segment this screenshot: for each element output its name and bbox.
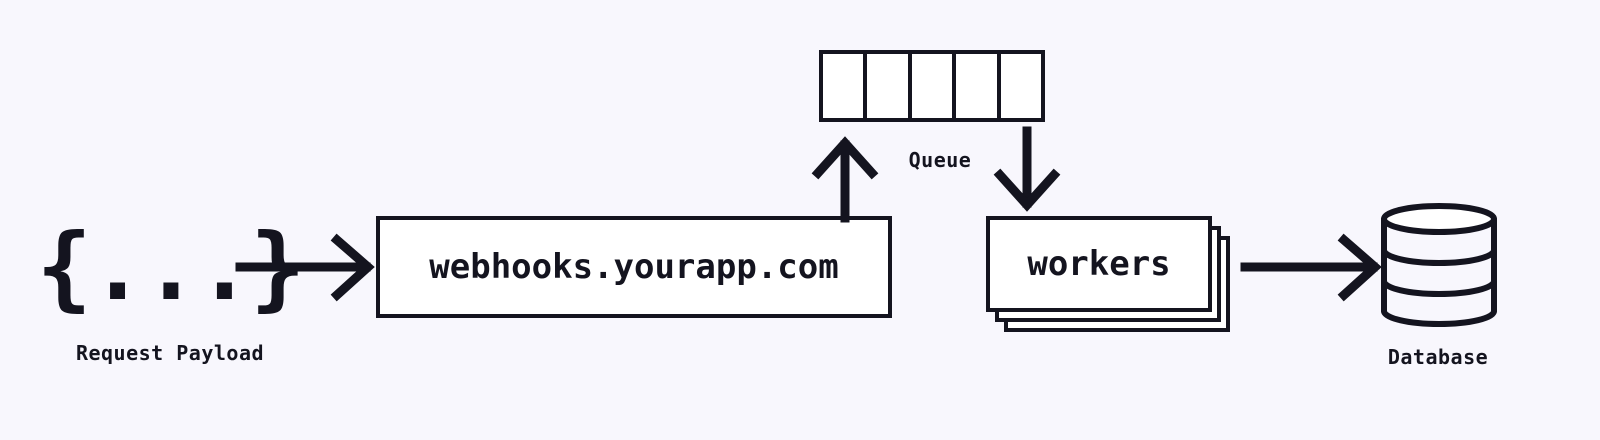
queue-cell: [956, 54, 1001, 118]
queue-cell: [823, 54, 868, 118]
webhook-endpoint-node[interactable]: webhooks.yourapp.com: [376, 216, 892, 318]
queue-label: Queue: [908, 148, 972, 172]
worker-stack-layer-front: workers: [986, 216, 1212, 312]
arrow-webhook-to-queue: [811, 136, 879, 223]
queue-cell: [867, 54, 912, 118]
request-payload-label: Request Payload: [75, 341, 265, 365]
arrow-workers-to-database: [1240, 233, 1382, 302]
database-label: Database: [1387, 345, 1489, 369]
queue-node[interactable]: [819, 50, 1045, 122]
workers-label: workers: [1027, 244, 1171, 284]
request-payload-icon: {...}: [36, 214, 306, 321]
database-icon[interactable]: [1380, 202, 1498, 328]
arrow-queue-to-workers: [993, 126, 1061, 212]
workers-node[interactable]: workers: [986, 216, 1234, 336]
queue-cell: [911, 54, 957, 118]
webhook-endpoint-label: webhooks.yourapp.com: [429, 247, 839, 287]
queue-cell: [1000, 54, 1042, 118]
